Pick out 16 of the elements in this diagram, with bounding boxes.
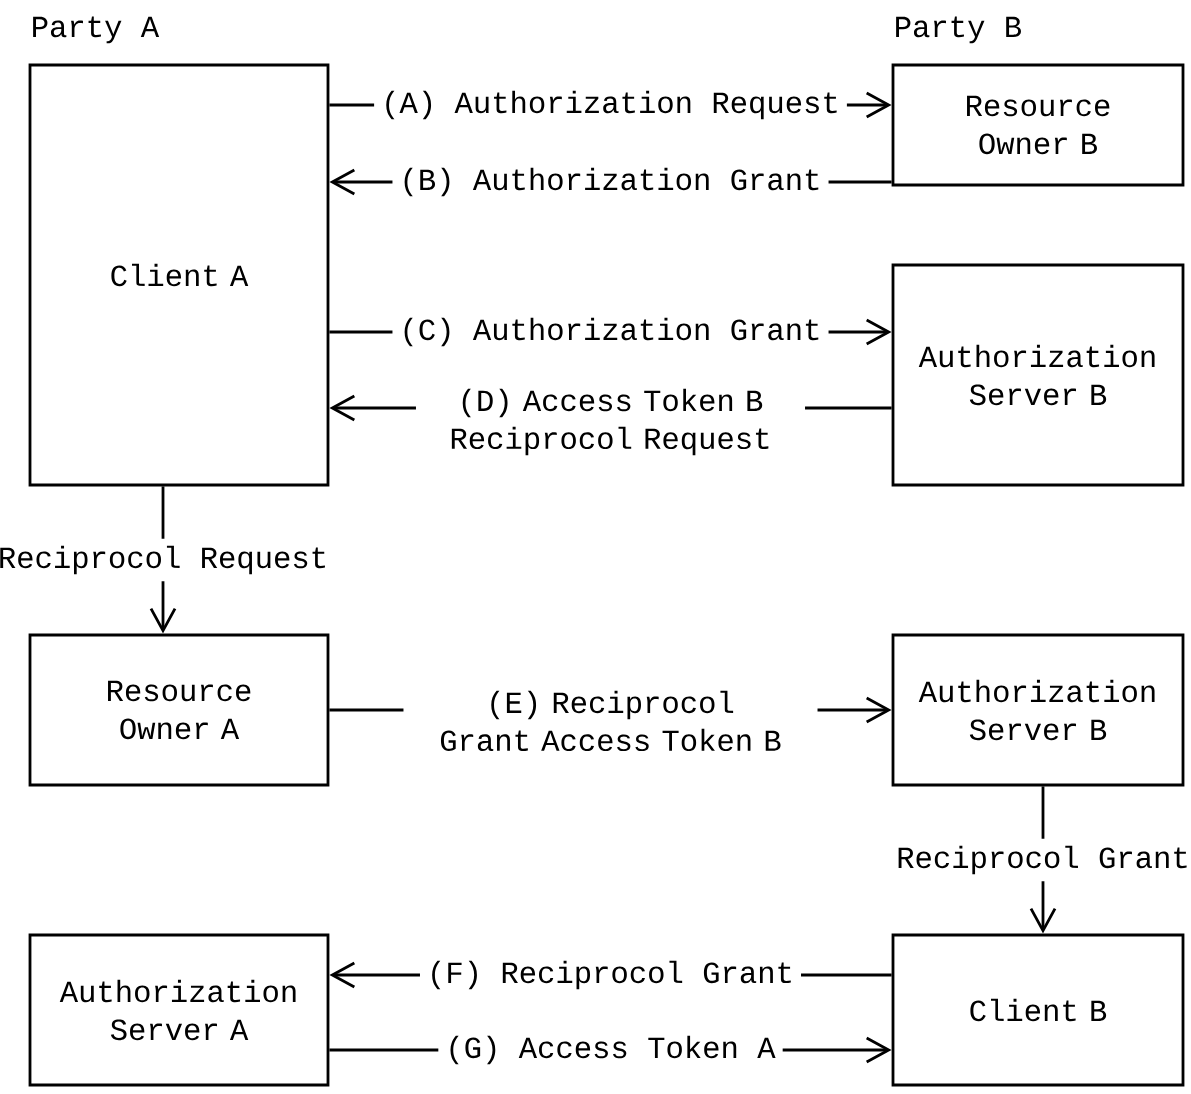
edge-label: Reciprocol Request: [0, 538, 336, 582]
edge-label: Reciprocol Grant: [889, 838, 1191, 882]
process-box: Authorization Server B: [891, 633, 1185, 787]
edge-label: (E) Reciprocol Grant Access Token B: [403, 683, 818, 759]
edge-label: (F) Reciprocol Grant: [420, 953, 801, 997]
edge-label: (A) Authorization Request: [374, 83, 847, 127]
edge-label: (D) Access Token B Reciprocol Request: [415, 381, 806, 463]
process-box: Authorization Server A: [28, 933, 330, 1087]
process-box: Resource Owner B: [891, 63, 1185, 187]
process-box: Resource Owner A: [28, 633, 330, 787]
edge-label: (G) Access Token A: [438, 1028, 783, 1072]
edge-label: (B) Authorization Grant: [392, 160, 829, 204]
process-box: Client B: [891, 933, 1185, 1087]
process-box: Authorization Server B: [891, 263, 1185, 487]
edge-label: (C) Authorization Grant: [392, 310, 829, 354]
process-box: Client A: [28, 63, 330, 487]
